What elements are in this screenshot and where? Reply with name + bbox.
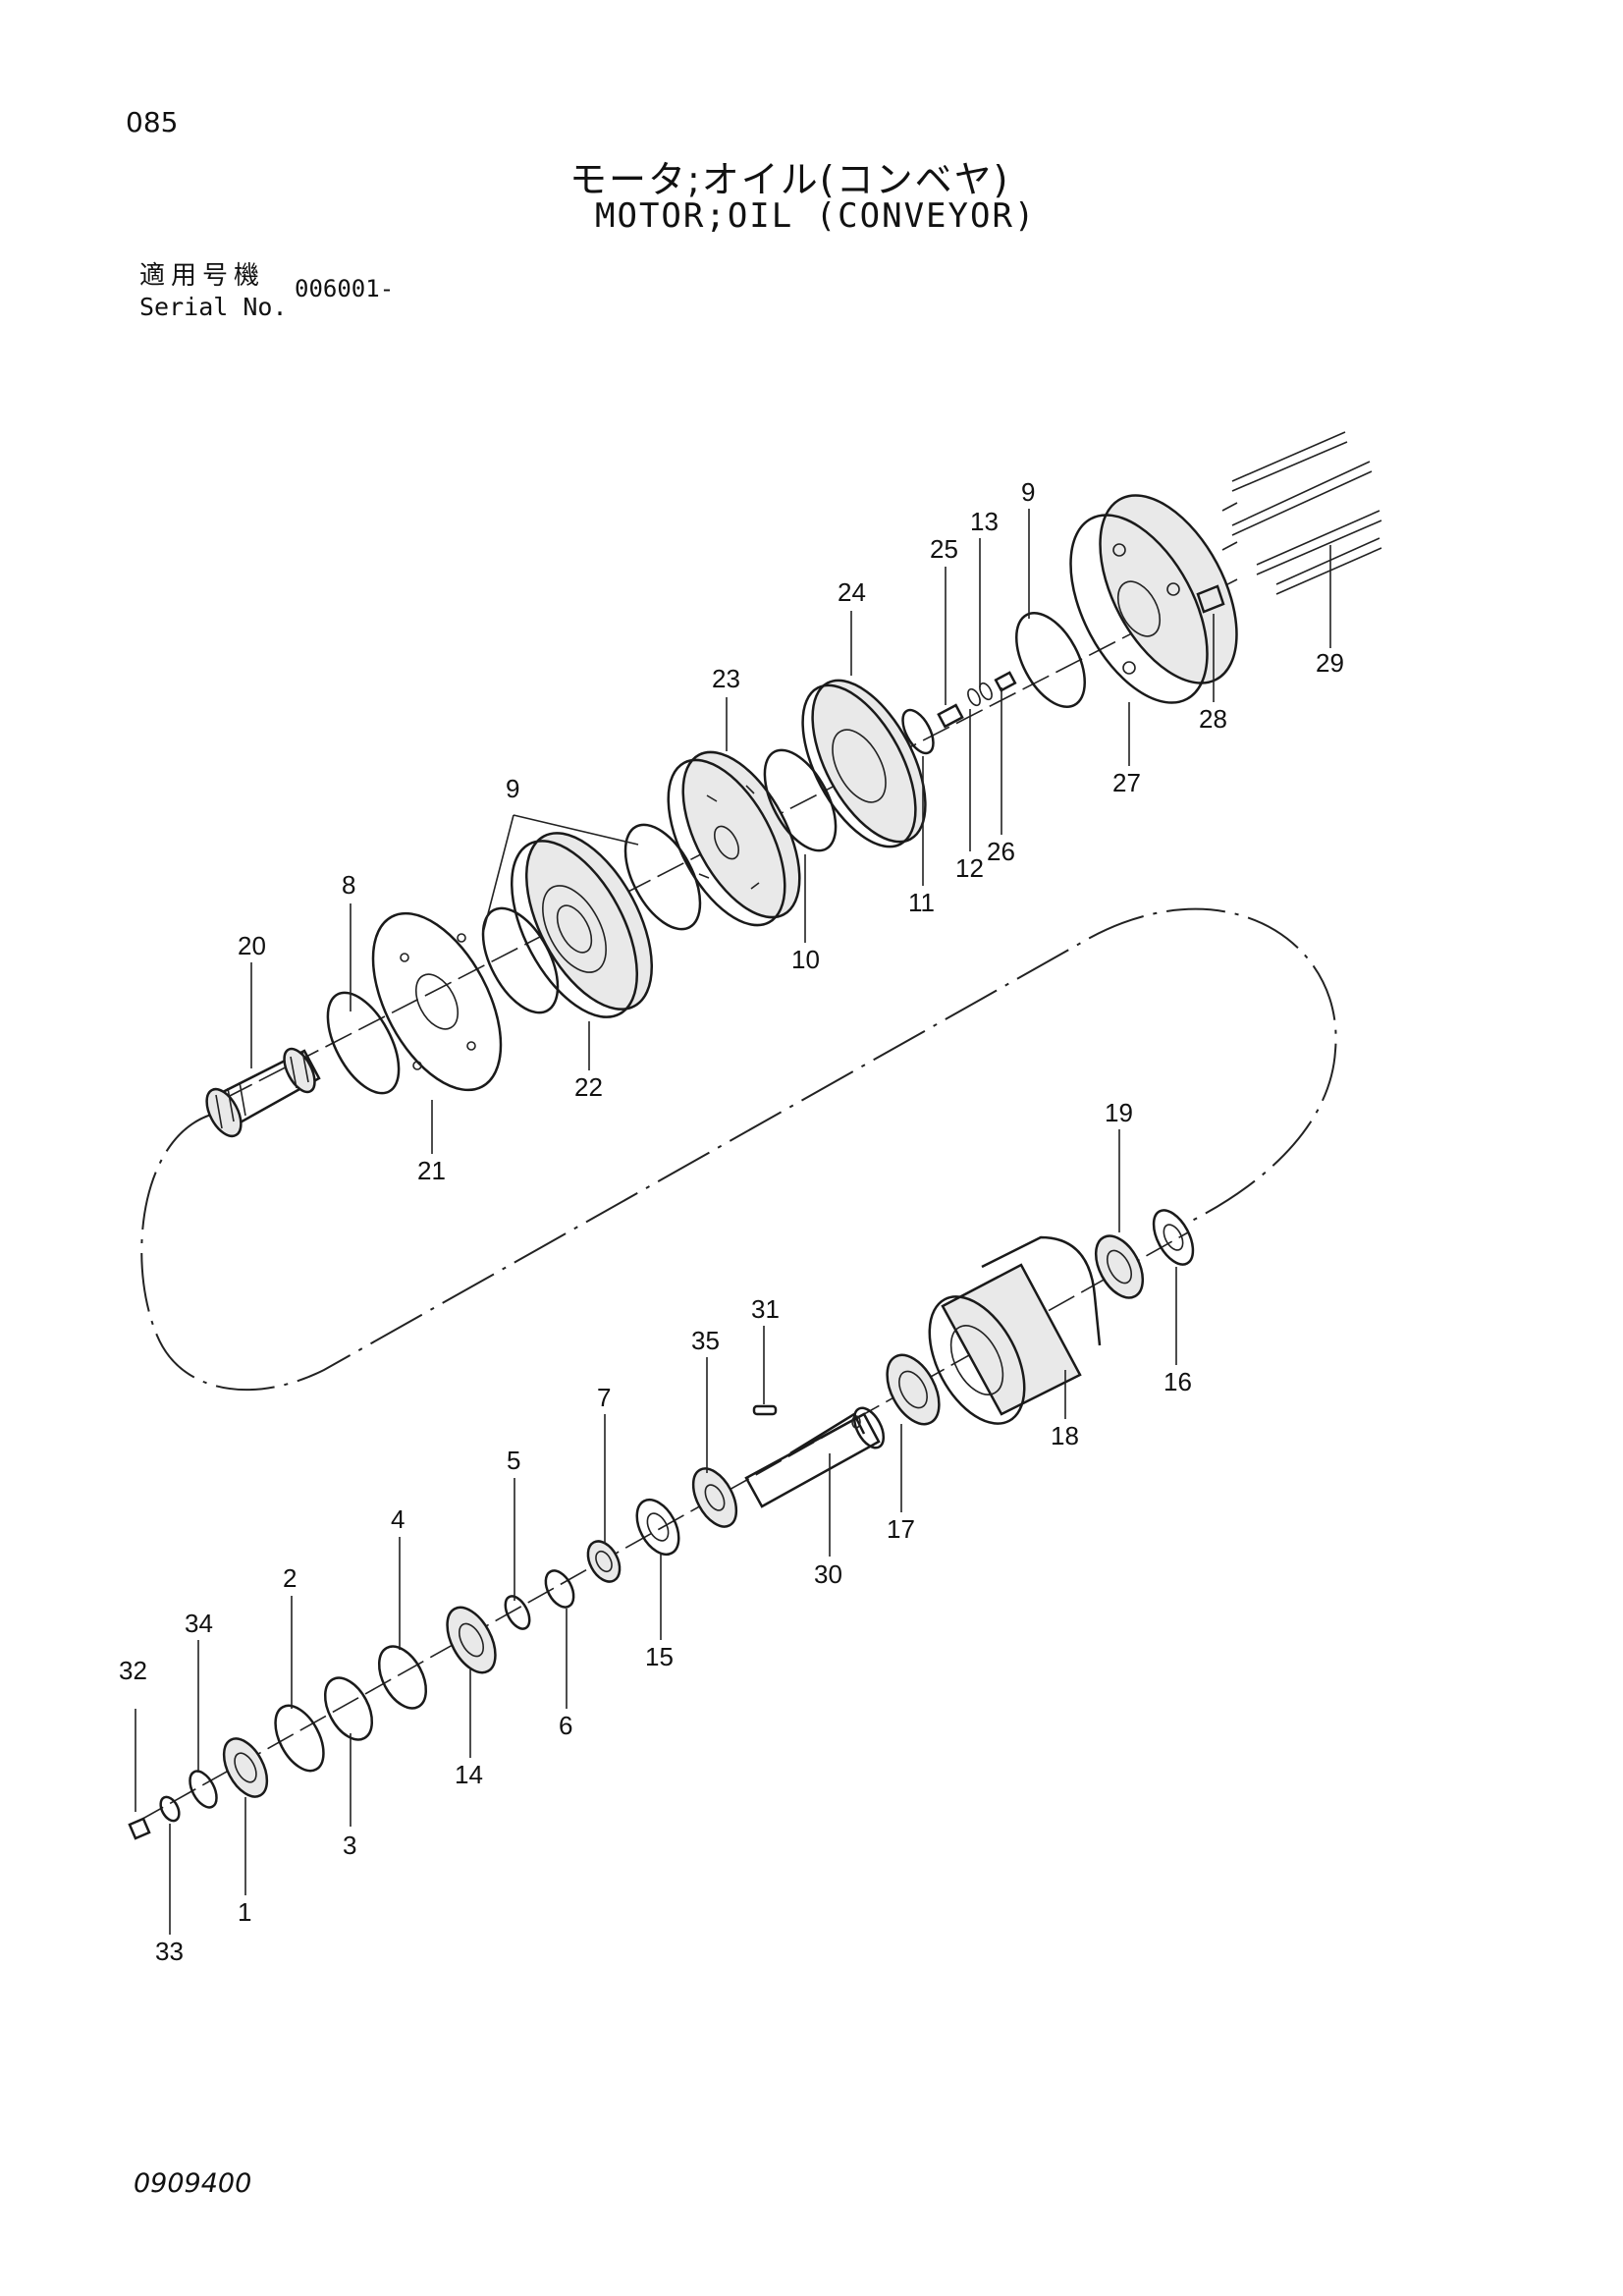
part-26-plug	[994, 671, 1017, 692]
callout-33: 33	[155, 1937, 184, 1966]
serial-number-range: 006001-	[295, 275, 395, 302]
part-13-ball	[967, 687, 981, 707]
callout-9-right: 9	[1021, 477, 1035, 507]
callout-8: 8	[342, 870, 355, 900]
part-30-output-shaft	[744, 1406, 886, 1508]
part-34-snap-ring	[189, 1770, 218, 1809]
part-35-thrust-bearing	[691, 1467, 738, 1528]
callout-13: 13	[970, 507, 999, 536]
callout-17: 17	[887, 1514, 915, 1544]
callout-5: 5	[507, 1446, 520, 1475]
callout-9-middle: 9	[506, 774, 519, 803]
callout-22: 22	[574, 1072, 603, 1102]
part-4-ring	[377, 1645, 428, 1710]
callout-1: 1	[238, 1897, 251, 1927]
callout-25: 25	[930, 534, 958, 564]
part-25-plug	[937, 703, 964, 729]
part-2-o-ring	[274, 1704, 325, 1773]
callout-35: 35	[691, 1326, 720, 1355]
callout-14: 14	[455, 1760, 483, 1789]
part-32-bolt	[128, 1817, 151, 1840]
callout-30: 30	[814, 1559, 842, 1589]
callout-3: 3	[343, 1831, 356, 1860]
title-english: MOTOR;OIL (CONVEYOR)	[595, 196, 1037, 236]
serial-label-english: Serial No.	[139, 293, 288, 321]
callout-23: 23	[712, 664, 740, 693]
callout-6: 6	[559, 1711, 572, 1740]
title-japanese: モータ;オイル(コンベヤ)	[569, 158, 1010, 201]
part-31-key	[752, 1404, 778, 1416]
part-7-washer	[586, 1540, 622, 1583]
callout-19: 19	[1105, 1098, 1133, 1127]
part-1-seal	[222, 1737, 269, 1798]
callout-31: 31	[751, 1294, 780, 1324]
callout-29: 29	[1316, 648, 1344, 678]
leader-lines	[135, 509, 1331, 1935]
part-6-snap-ring	[544, 1569, 575, 1609]
part-23-valve-plate	[667, 750, 801, 927]
part-27-end-cover	[1069, 494, 1238, 704]
callout-28: 28	[1199, 704, 1227, 734]
part-11-ring	[901, 708, 935, 755]
callout-18: 18	[1051, 1421, 1079, 1450]
part-12-spring	[979, 682, 993, 701]
page-number: 085	[126, 106, 179, 138]
callout-2: 2	[283, 1563, 297, 1593]
part-5-ring	[504, 1595, 531, 1630]
part-9-o-ring-b	[623, 823, 702, 931]
callout-32: 32	[119, 1656, 147, 1685]
callout-12: 12	[955, 853, 984, 883]
callout-16: 16	[1163, 1367, 1192, 1396]
part-3-o-ring	[323, 1676, 374, 1741]
part-20-shaft	[205, 1047, 321, 1138]
part-22-rotor-set	[510, 832, 654, 1018]
callout-4: 4	[391, 1504, 405, 1534]
part-21-plate	[371, 911, 503, 1092]
part-8-o-ring	[326, 991, 401, 1095]
part-28-name-plate	[1196, 584, 1225, 614]
part-33-washer	[159, 1795, 181, 1823]
serial-label-japanese: 適用号機	[139, 261, 266, 291]
callout-11: 11	[908, 888, 935, 917]
part-19-needle-bearing	[1094, 1234, 1145, 1299]
part-15-thrust-washer	[635, 1498, 680, 1557]
callout-15: 15	[645, 1642, 674, 1671]
part-16-thrust-bearing	[1152, 1209, 1195, 1266]
callout-26: 26	[987, 837, 1015, 866]
callout-10: 10	[791, 945, 820, 974]
part-17-needle-bearing	[886, 1353, 941, 1426]
callout-21: 21	[417, 1156, 446, 1185]
callout-27: 27	[1112, 768, 1141, 797]
callout-24: 24	[838, 577, 866, 607]
part-18-housing	[928, 1235, 1102, 1425]
part-14-seal	[446, 1606, 497, 1674]
part-9-o-ring-c	[1015, 611, 1086, 709]
callout-20: 20	[238, 931, 266, 960]
part-24-balance-plate	[801, 679, 927, 848]
callout-7: 7	[597, 1383, 611, 1412]
assembly-connection-line	[140, 907, 1337, 1392]
document-code: 0909400	[134, 2168, 252, 2199]
part-29-bolts	[1221, 431, 1382, 595]
callout-34: 34	[185, 1609, 213, 1638]
part-10-o-ring	[763, 748, 838, 852]
